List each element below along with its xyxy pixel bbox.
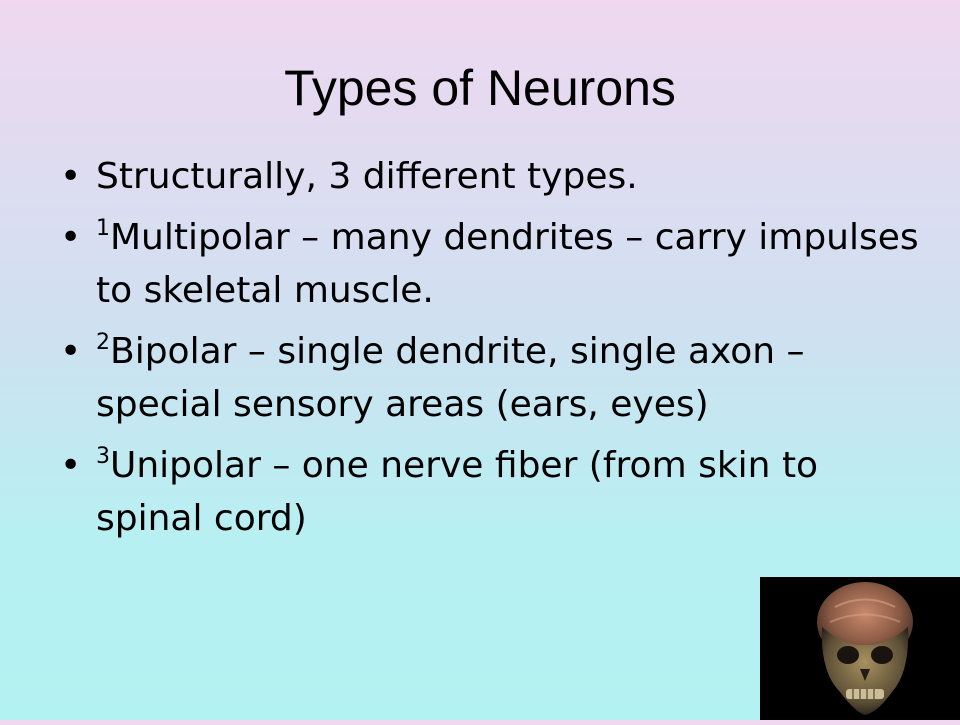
bullet-item: • 3Unipolar – one nerve fiber (from skin … [60, 439, 920, 545]
bullet-superscript: 2 [96, 330, 110, 355]
bullet-list: • Structurally, 3 different types. • 1Mult… [60, 150, 920, 553]
bullet-dot: • [60, 156, 82, 197]
bullet-text: Multipolar – many dendrites – carry impu… [96, 217, 919, 311]
bullet-item: • 1Multipolar – many dendrites – carry im… [60, 211, 920, 317]
bullet-dot: • [60, 331, 82, 372]
bullet-superscript: 3 [96, 444, 110, 469]
bullet-superscript: 1 [96, 216, 110, 241]
bullet-dot: • [60, 217, 82, 258]
skull-brain-icon [817, 582, 913, 715]
bullet-dot: • [60, 445, 82, 486]
bullet-text: Unipolar – one nerve fiber (from skin to… [96, 445, 819, 539]
skull-image [760, 577, 960, 720]
bullet-item: • Structurally, 3 different types. [60, 150, 920, 203]
bullet-item: • 2Bipolar – single dendrite, single axon… [60, 325, 920, 431]
bullet-text: Bipolar – single dendrite, single axon –… [96, 331, 805, 425]
bullet-text: Structurally, 3 different types. [96, 156, 638, 197]
slide-title: Types of Neurons [284, 60, 676, 116]
